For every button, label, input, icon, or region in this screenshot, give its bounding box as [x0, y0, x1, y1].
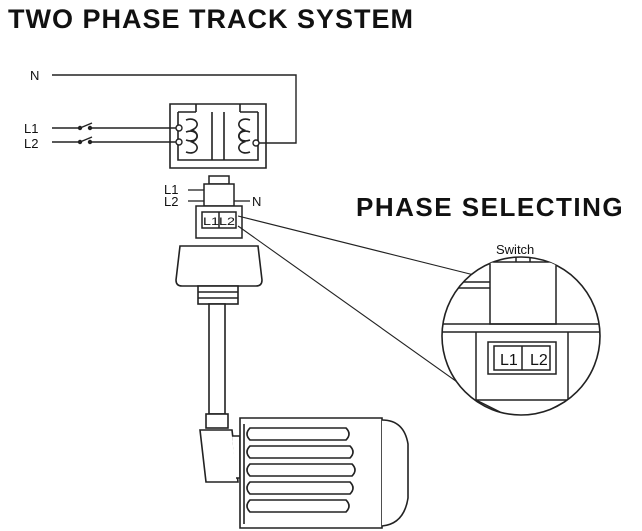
lamp-head [199, 417, 409, 529]
adapter-label-l1: L1 [164, 182, 178, 197]
zoom-switch-label: Switch [496, 242, 534, 257]
wire-label-l2: L2 [24, 136, 38, 151]
wiring-lines [52, 74, 297, 144]
phase-selecting-heading: PHASE SELECTING [356, 192, 625, 222]
callout-lines [237, 215, 479, 385]
zoom-phase-l2: L2 [530, 352, 548, 369]
wire-label-n: N [30, 68, 39, 83]
track-profile [169, 103, 267, 169]
adapter-leads [188, 189, 250, 202]
adapter-label-l2: L2 [164, 194, 178, 209]
adapter-switch-text: L1L2 [203, 216, 235, 228]
adapter-head [195, 175, 243, 239]
track-terminals [175, 124, 260, 147]
zoom-detail [442, 257, 600, 413]
wire-label-l1: L1 [24, 121, 38, 136]
lamp-stem [205, 303, 229, 429]
adapter-body [175, 245, 263, 305]
zoom-circle [441, 256, 601, 416]
adapter-label-n: N [252, 194, 261, 209]
switch-contacts [77, 125, 93, 145]
zoom-phase-l1: L1 [500, 352, 518, 369]
diagram-title: TWO PHASE TRACK SYSTEM [8, 4, 415, 34]
